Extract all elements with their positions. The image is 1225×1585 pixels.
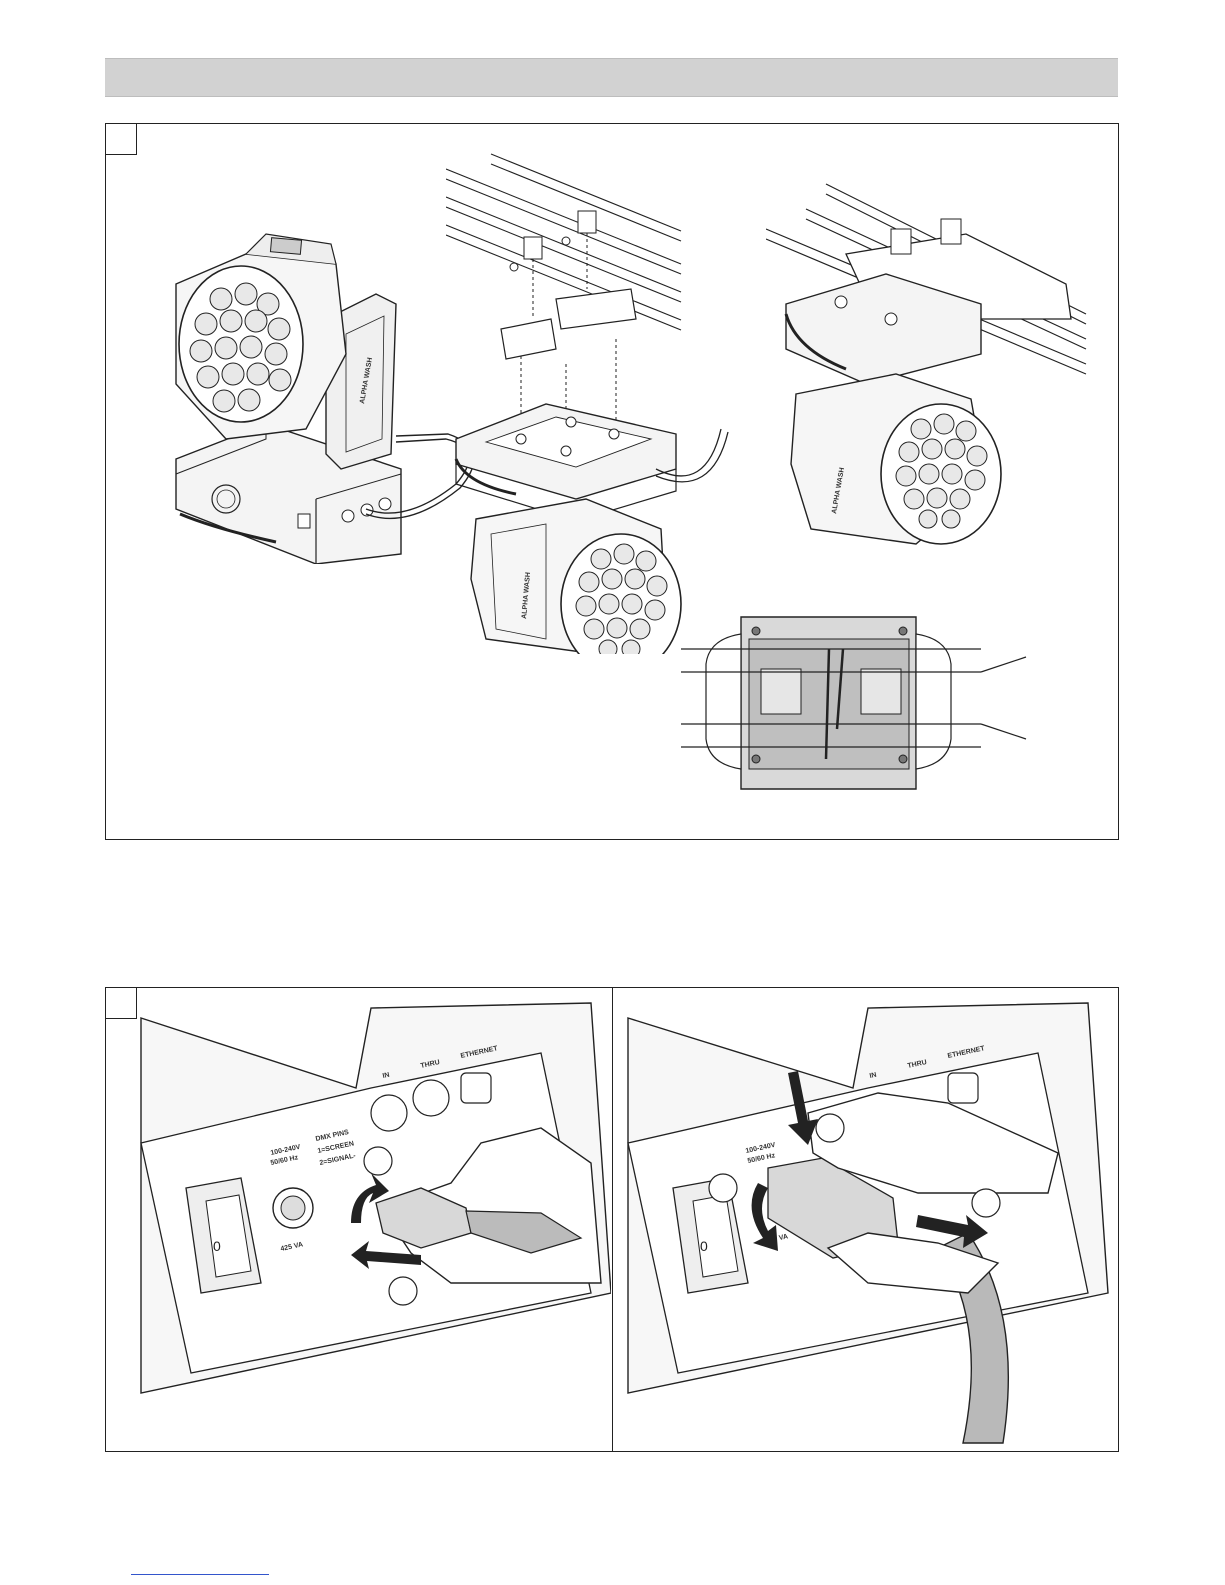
- fixture-clamp-exploded-illustration: ALPHA WASH: [446, 149, 731, 654]
- switch-off-label: 0: [213, 1238, 221, 1254]
- section-header-bar: [105, 58, 1118, 97]
- step-callout-2: [816, 1114, 844, 1142]
- step-callout-1: [709, 1174, 737, 1202]
- step-callout-3: [972, 1189, 1000, 1217]
- fixture-truss-mounted-illustration: ALPHA WASH: [766, 174, 1106, 554]
- switch-off-label: 0: [700, 1238, 708, 1254]
- power-connector-insert-illustration: 0 100-240V 50/60 Hz 425 VA DMX PINS 1=SC…: [121, 993, 611, 1448]
- footer-link-underline[interactable]: [131, 1574, 269, 1575]
- step-callout-1: [364, 1147, 392, 1175]
- step-callout-2: [389, 1277, 417, 1305]
- fixture-standing-illustration: ALPHA WASH: [156, 224, 496, 564]
- panel-divider: [612, 988, 613, 1451]
- power-connector-lock-illustration: 0 100-240V 50/60 Hz 425 VA IN THRU ETHER…: [618, 993, 1110, 1448]
- dmx-in-label: IN: [869, 1072, 877, 1080]
- figure-panel-mounting: ALPHA WASH: [105, 123, 1119, 840]
- figure-panel-power-connection: 0 100-240V 50/60 Hz 425 VA DMX PINS 1=SC…: [105, 987, 1119, 1452]
- dmx-in-label: IN: [382, 1072, 390, 1080]
- figure-label-box: [106, 124, 137, 155]
- fixture-top-view-illustration: [681, 609, 1061, 794]
